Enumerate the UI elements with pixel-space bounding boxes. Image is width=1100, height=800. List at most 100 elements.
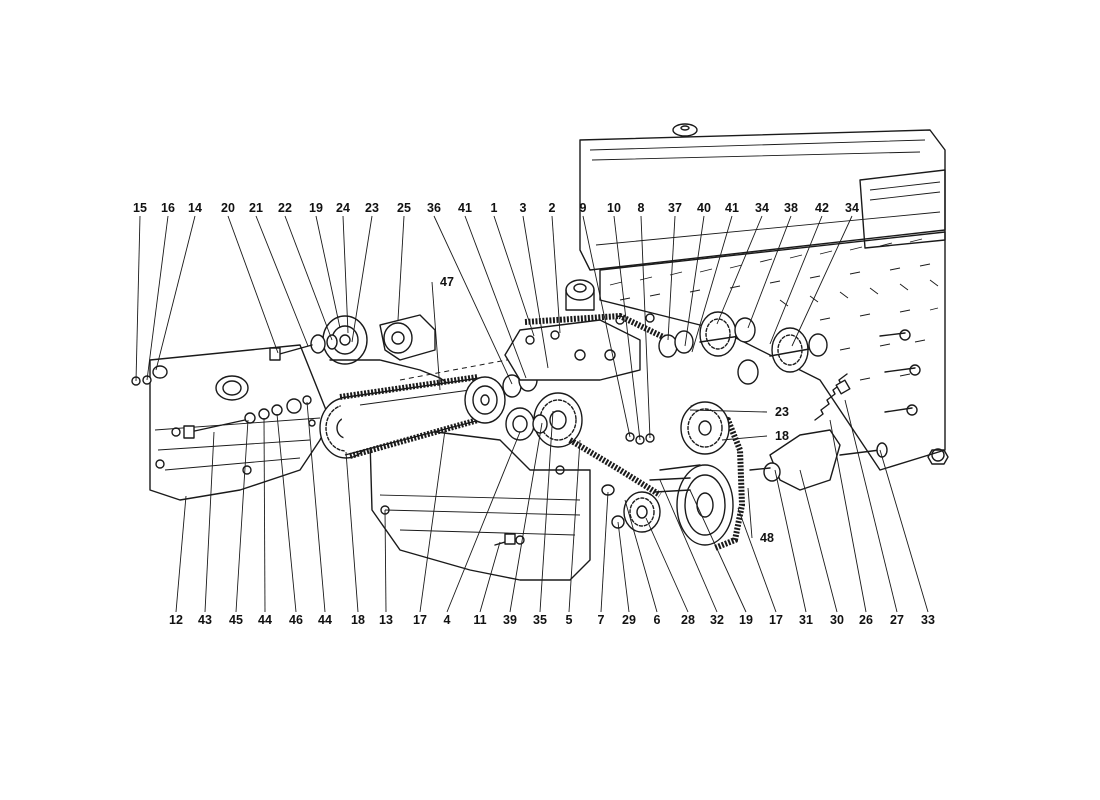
callout-35: 35 (533, 613, 547, 627)
leader-line-26 (829, 419, 867, 613)
callout-23: 23 (775, 405, 789, 419)
leader-line-2 (551, 215, 561, 334)
leader-line-23 (351, 215, 373, 343)
callout-15: 15 (133, 201, 147, 215)
leader-line-8 (640, 215, 651, 439)
leader-line-44 (306, 401, 326, 613)
leader-line-47 (431, 281, 441, 391)
leader-line-22 (284, 215, 333, 341)
leader-line-15 (135, 215, 141, 382)
leader-line-1 (493, 215, 535, 337)
callout-18: 18 (775, 429, 789, 443)
callout-3: 3 (520, 201, 527, 215)
leader-line-18 (345, 451, 359, 613)
callout-17: 17 (769, 613, 783, 627)
callout-47: 47 (440, 275, 454, 289)
callout-21: 21 (249, 201, 263, 215)
leader-line-42 (769, 215, 823, 345)
leader-line-4 (446, 431, 521, 613)
callout-34: 34 (845, 201, 859, 215)
callout-25: 25 (397, 201, 411, 215)
outer-timing-cover (131, 344, 331, 501)
callout-29: 29 (622, 613, 636, 627)
timing-belt-left (319, 349, 561, 459)
callout-4: 4 (444, 613, 451, 627)
callout-8: 8 (638, 201, 645, 215)
leader-line-10 (613, 215, 641, 441)
callout-45: 45 (229, 613, 243, 627)
leader-line-32 (659, 479, 718, 613)
leader-line-46 (276, 413, 297, 613)
middle-pulleys (464, 312, 692, 448)
leader-line-35 (539, 410, 554, 613)
leader-line-41 (691, 215, 733, 353)
leader-line-34 (791, 215, 853, 347)
callout-14: 14 (188, 201, 202, 215)
leader-line-13 (384, 509, 387, 613)
leader-line-40 (684, 215, 705, 347)
callout-30: 30 (830, 613, 844, 627)
callout-48: 48 (760, 531, 774, 545)
leader-line-21 (255, 215, 309, 347)
callout-39: 39 (503, 613, 517, 627)
callout-46: 46 (289, 613, 303, 627)
callout-42: 42 (815, 201, 829, 215)
leader-line-14 (155, 215, 196, 371)
leader-line-36 (433, 215, 513, 385)
leader-line-27 (844, 399, 898, 613)
callout-9: 9 (580, 201, 587, 215)
callout-19: 19 (739, 613, 753, 627)
callout-1: 1 (491, 201, 498, 215)
callout-44: 44 (258, 613, 272, 627)
leader-line-30 (799, 469, 838, 613)
callout-7: 7 (598, 613, 605, 627)
leader-line-23 (689, 409, 768, 413)
leader-line-17 (419, 429, 446, 613)
leader-line-48 (747, 487, 753, 539)
leader-line-44 (263, 417, 266, 613)
callout-18: 18 (351, 613, 365, 627)
callout-23: 23 (365, 201, 379, 215)
callout-12: 12 (169, 613, 183, 627)
callout-27: 27 (890, 613, 904, 627)
callout-38: 38 (784, 201, 798, 215)
callout-26: 26 (859, 613, 873, 627)
leader-line-25 (397, 215, 405, 321)
callout-31: 31 (799, 613, 813, 627)
callout-32: 32 (710, 613, 724, 627)
leader-line-6 (624, 499, 658, 613)
leader-line-5 (568, 439, 581, 613)
leader-line-45 (235, 419, 249, 613)
callout-20: 20 (221, 201, 235, 215)
callout-34: 34 (755, 201, 769, 215)
leader-line-29 (617, 521, 630, 613)
callout-17: 17 (413, 613, 427, 627)
leader-line-16 (146, 215, 169, 381)
leader-line-28 (645, 517, 689, 613)
callout-28: 28 (681, 613, 695, 627)
callout-2: 2 (549, 201, 556, 215)
leader-line-43 (204, 431, 215, 613)
leader-line-19 (315, 215, 341, 329)
leader-line-7 (600, 491, 609, 613)
callout-40: 40 (697, 201, 711, 215)
leader-line-20 (227, 215, 279, 354)
leader-line-33 (879, 449, 929, 613)
callout-41: 41 (458, 201, 472, 215)
callout-19: 19 (309, 201, 323, 215)
leader-line-3 (522, 215, 549, 369)
callout-22: 22 (278, 201, 292, 215)
callout-5: 5 (566, 613, 573, 627)
inner-timing-cover (369, 429, 591, 581)
leader-line-24 (342, 215, 349, 334)
leader-line-11 (479, 541, 501, 613)
callout-24: 24 (336, 201, 350, 215)
callout-43: 43 (198, 613, 212, 627)
engine-block (565, 123, 949, 471)
leader-line-38 (747, 215, 792, 329)
callout-37: 37 (668, 201, 682, 215)
callout-44: 44 (318, 613, 332, 627)
leader-line-37 (667, 215, 676, 341)
